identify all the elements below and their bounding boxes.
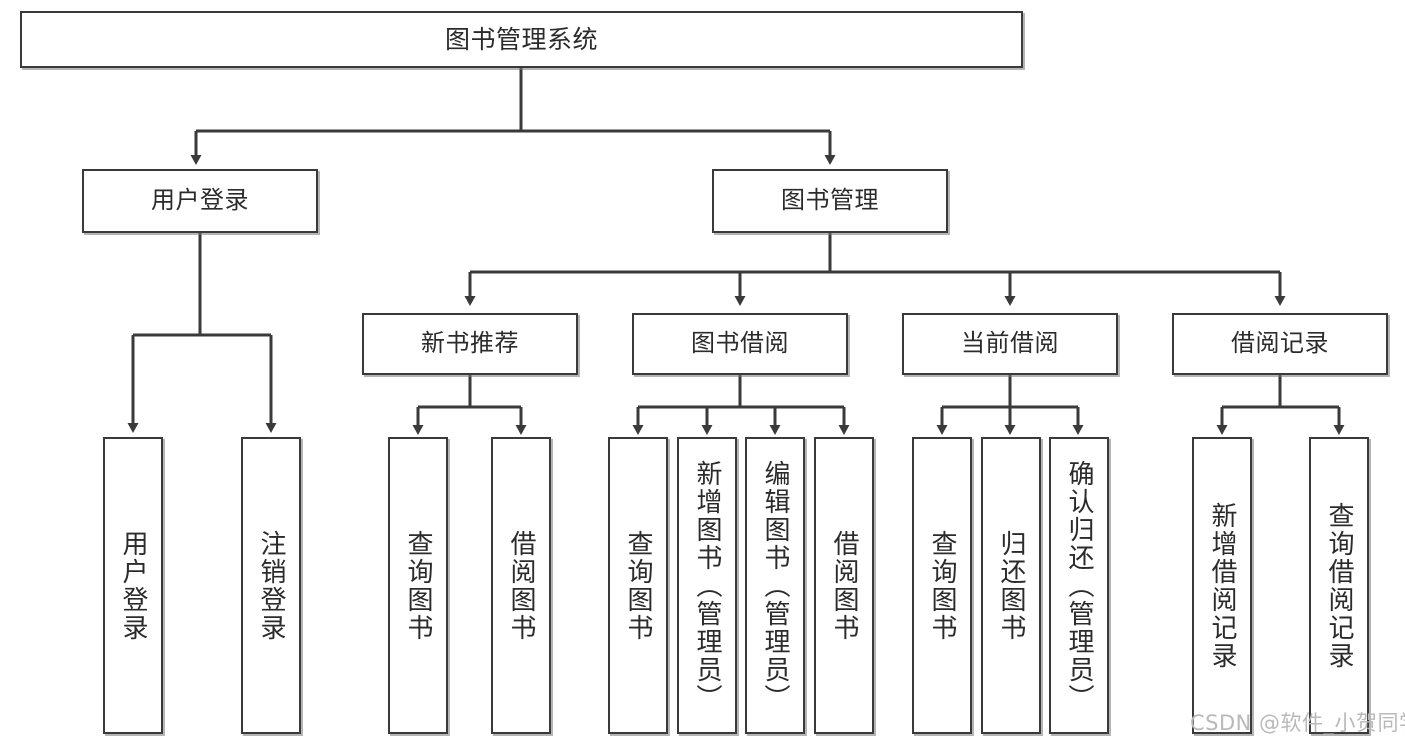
node-borrow-record[interactable]: 借阅记录 (1172, 313, 1388, 375)
node-user-login[interactable]: 用户登录 (82, 169, 318, 233)
node-label: 查询图书 (403, 529, 433, 642)
node-label: 借阅图书 (829, 529, 859, 642)
leaf-user-logout[interactable]: 注销登录 (241, 437, 301, 734)
leaf-user-login[interactable]: 用户登录 (103, 437, 163, 734)
node-label: 归还图书 (996, 529, 1026, 642)
leaf-query-book-new[interactable]: 查询图书 (388, 437, 448, 734)
node-label: 用户登录 (118, 529, 148, 642)
node-label: 确认归还（管理员） (1064, 459, 1094, 712)
node-label: 图书借阅 (691, 329, 789, 358)
node-label: 当前借阅 (961, 329, 1059, 358)
node-label: 注销登录 (256, 529, 286, 642)
node-label: 借阅图书 (506, 529, 536, 642)
leaf-query-book-borrow[interactable]: 查询图书 (608, 437, 668, 734)
node-label: 新增图书（管理员） (692, 459, 722, 712)
leaf-borrow-book-new[interactable]: 借阅图书 (491, 437, 551, 734)
leaf-return-book[interactable]: 归还图书 (981, 437, 1041, 734)
node-book-borrow[interactable]: 图书借阅 (632, 313, 848, 375)
node-label: 新增借阅记录 (1207, 501, 1237, 670)
leaf-add-book-admin[interactable]: 新增图书（管理员） (677, 437, 737, 734)
node-new-book-recommend[interactable]: 新书推荐 (362, 313, 578, 375)
watermark: CSDN @软件_小贺同学 (1190, 711, 1405, 735)
node-label: 查询借阅记录 (1324, 501, 1354, 670)
node-label: 借阅记录 (1231, 329, 1329, 358)
leaf-borrow-book[interactable]: 借阅图书 (814, 437, 874, 734)
node-current-borrow[interactable]: 当前借阅 (902, 313, 1118, 375)
leaf-add-borrow-record[interactable]: 新增借阅记录 (1192, 437, 1252, 734)
leaf-confirm-return-admin[interactable]: 确认归还（管理员） (1049, 437, 1109, 734)
node-label: 图书管理 (781, 186, 879, 215)
leaf-query-book-current[interactable]: 查询图书 (912, 437, 972, 734)
leaf-query-borrow-record[interactable]: 查询借阅记录 (1309, 437, 1369, 734)
node-label: 查询图书 (927, 529, 957, 642)
leaf-edit-book-admin[interactable]: 编辑图书（管理员） (745, 437, 805, 734)
node-book-management[interactable]: 图书管理 (712, 169, 948, 233)
node-label: 用户登录 (151, 186, 249, 215)
node-label: 图书管理系统 (444, 25, 598, 54)
node-label: 新书推荐 (421, 329, 519, 358)
node-label: 编辑图书（管理员） (760, 459, 790, 712)
node-label: 查询图书 (623, 529, 653, 642)
node-root-system[interactable]: 图书管理系统 (20, 11, 1023, 68)
